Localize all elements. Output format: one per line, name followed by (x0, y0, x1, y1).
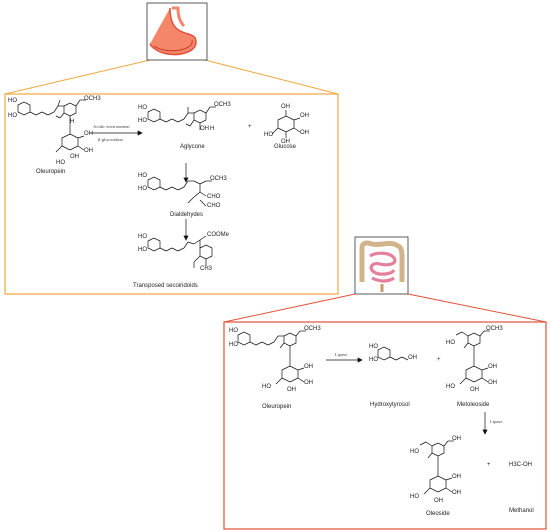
atom-label-oh: OH (408, 355, 417, 361)
atom-label-och3: OCH3 (304, 326, 321, 332)
atom-label-ho: HO (446, 340, 455, 346)
compound-hydroxytyrosol: Hydroxytyrosol (370, 402, 410, 408)
compound-dialdehydes: Dialdehydes (170, 212, 204, 218)
atom-label-ho: HO (138, 118, 147, 124)
atom-label-oh: OH (470, 387, 479, 393)
atom-label-h3c-oh: H3C-OH (509, 462, 533, 468)
atom-label-ho: HO (264, 132, 273, 138)
compound-metoleoside: Metoleoside (457, 402, 490, 408)
atom-label-h: H (70, 119, 75, 125)
atom-label-cho: CHO (207, 194, 221, 200)
atom-label-ho: HO (229, 328, 238, 334)
atom-label-oh: OH (70, 154, 79, 160)
atom-label-ho: HO (138, 186, 147, 192)
atom-label-ho: HO (262, 384, 271, 390)
atom-label-och3: OCH3 (214, 102, 231, 108)
enzyme-lipase-2: Lipase (490, 419, 503, 424)
atom-label-oh: OH (84, 148, 93, 154)
stomach-connector (4, 59, 339, 95)
compound-oleuropein-1: Oleuropein (36, 169, 66, 175)
atom-label-ho: HO (410, 494, 419, 500)
atom-label-oh: OH (300, 113, 309, 119)
atom-label-ho: HO (138, 105, 147, 111)
atom-label-ho: HO (8, 113, 17, 119)
intestine-connector (223, 293, 547, 323)
secoiridoids-structure (147, 235, 213, 268)
atom-label-och3: OCH3 (486, 326, 503, 332)
atom-label-oh: OH (434, 498, 443, 504)
atom-label-oh: OH (200, 126, 209, 132)
atom-label-ho: HO (56, 160, 65, 166)
glucose-structure (271, 110, 301, 138)
plus-sign-3: + (487, 462, 491, 468)
atom-label-oh: OH (452, 436, 461, 442)
atom-label-ho: HO (138, 173, 147, 179)
compound-aglycone: Aglycone (180, 144, 205, 150)
atom-label-oh: OH (287, 387, 296, 393)
oleuropein-structure-2 (237, 330, 306, 385)
oleuropein-structure-1 (17, 99, 86, 153)
atom-label-oh: OH (488, 380, 497, 386)
oleoside-structure (419, 440, 454, 495)
compound-methanol: Methanol (509, 508, 534, 514)
atom-label-ho: HO (369, 357, 378, 363)
atom-label-ho: HO (410, 449, 419, 455)
atom-label-och3: OCH3 (210, 176, 227, 182)
atom-label-oh: OH (452, 490, 461, 496)
atom-label-ch3: CH3 (200, 266, 213, 272)
atom-label-cho: CHO (207, 203, 221, 209)
atom-label-oh: OH (84, 131, 93, 137)
atom-label-ho: HO (446, 384, 455, 390)
dialdehydes-structure (147, 176, 212, 207)
atom-label-ho: HO (369, 344, 378, 350)
compound-oleoside: Oleoside (426, 511, 450, 517)
stomach-structures (17, 99, 301, 268)
atom-label-ho: HO (138, 234, 147, 240)
hydroxytyrosol-structure (377, 346, 409, 361)
intestine-structures (237, 330, 490, 495)
atom-label-oh: OH (300, 130, 309, 136)
atom-label-oh: OH (452, 474, 461, 480)
atom-label-och3: OCH3 (84, 96, 101, 102)
atom-label-oh: OH (281, 104, 290, 110)
condition-glucosidase: β-glucosidase (98, 137, 124, 142)
atom-label-ho: HO (8, 98, 17, 104)
compound-glucose: Glucose (274, 144, 297, 150)
atom-label-oh: OH (304, 380, 313, 386)
aglycone-structure (147, 106, 216, 130)
atom-label-oh: OH (281, 139, 290, 145)
intestine-icon (354, 236, 409, 295)
metoleoside-structure (455, 330, 490, 385)
atom-label-ho: HO (138, 247, 147, 253)
plus-sign-2: + (437, 357, 441, 363)
atom-label-coome: COOMe (207, 232, 230, 238)
plus-sign-1: + (248, 124, 252, 130)
enzyme-lipase-1: Lipase (335, 352, 348, 357)
condition-acidic: Acidic environment (93, 124, 130, 129)
stomach-panel-frame (4, 93, 339, 295)
intestine-panel-frame (223, 321, 547, 530)
compound-oleuropein-2: Oleuropein (262, 404, 292, 410)
compound-secoiridoids: Transposed secoiridoids (133, 283, 198, 289)
atom-label-ho: HO (229, 342, 238, 348)
stomach-icon (146, 2, 208, 61)
atom-label-oh: OH (304, 364, 313, 370)
atom-label-oh: OH (488, 364, 497, 370)
atom-label-h: H (210, 126, 215, 132)
